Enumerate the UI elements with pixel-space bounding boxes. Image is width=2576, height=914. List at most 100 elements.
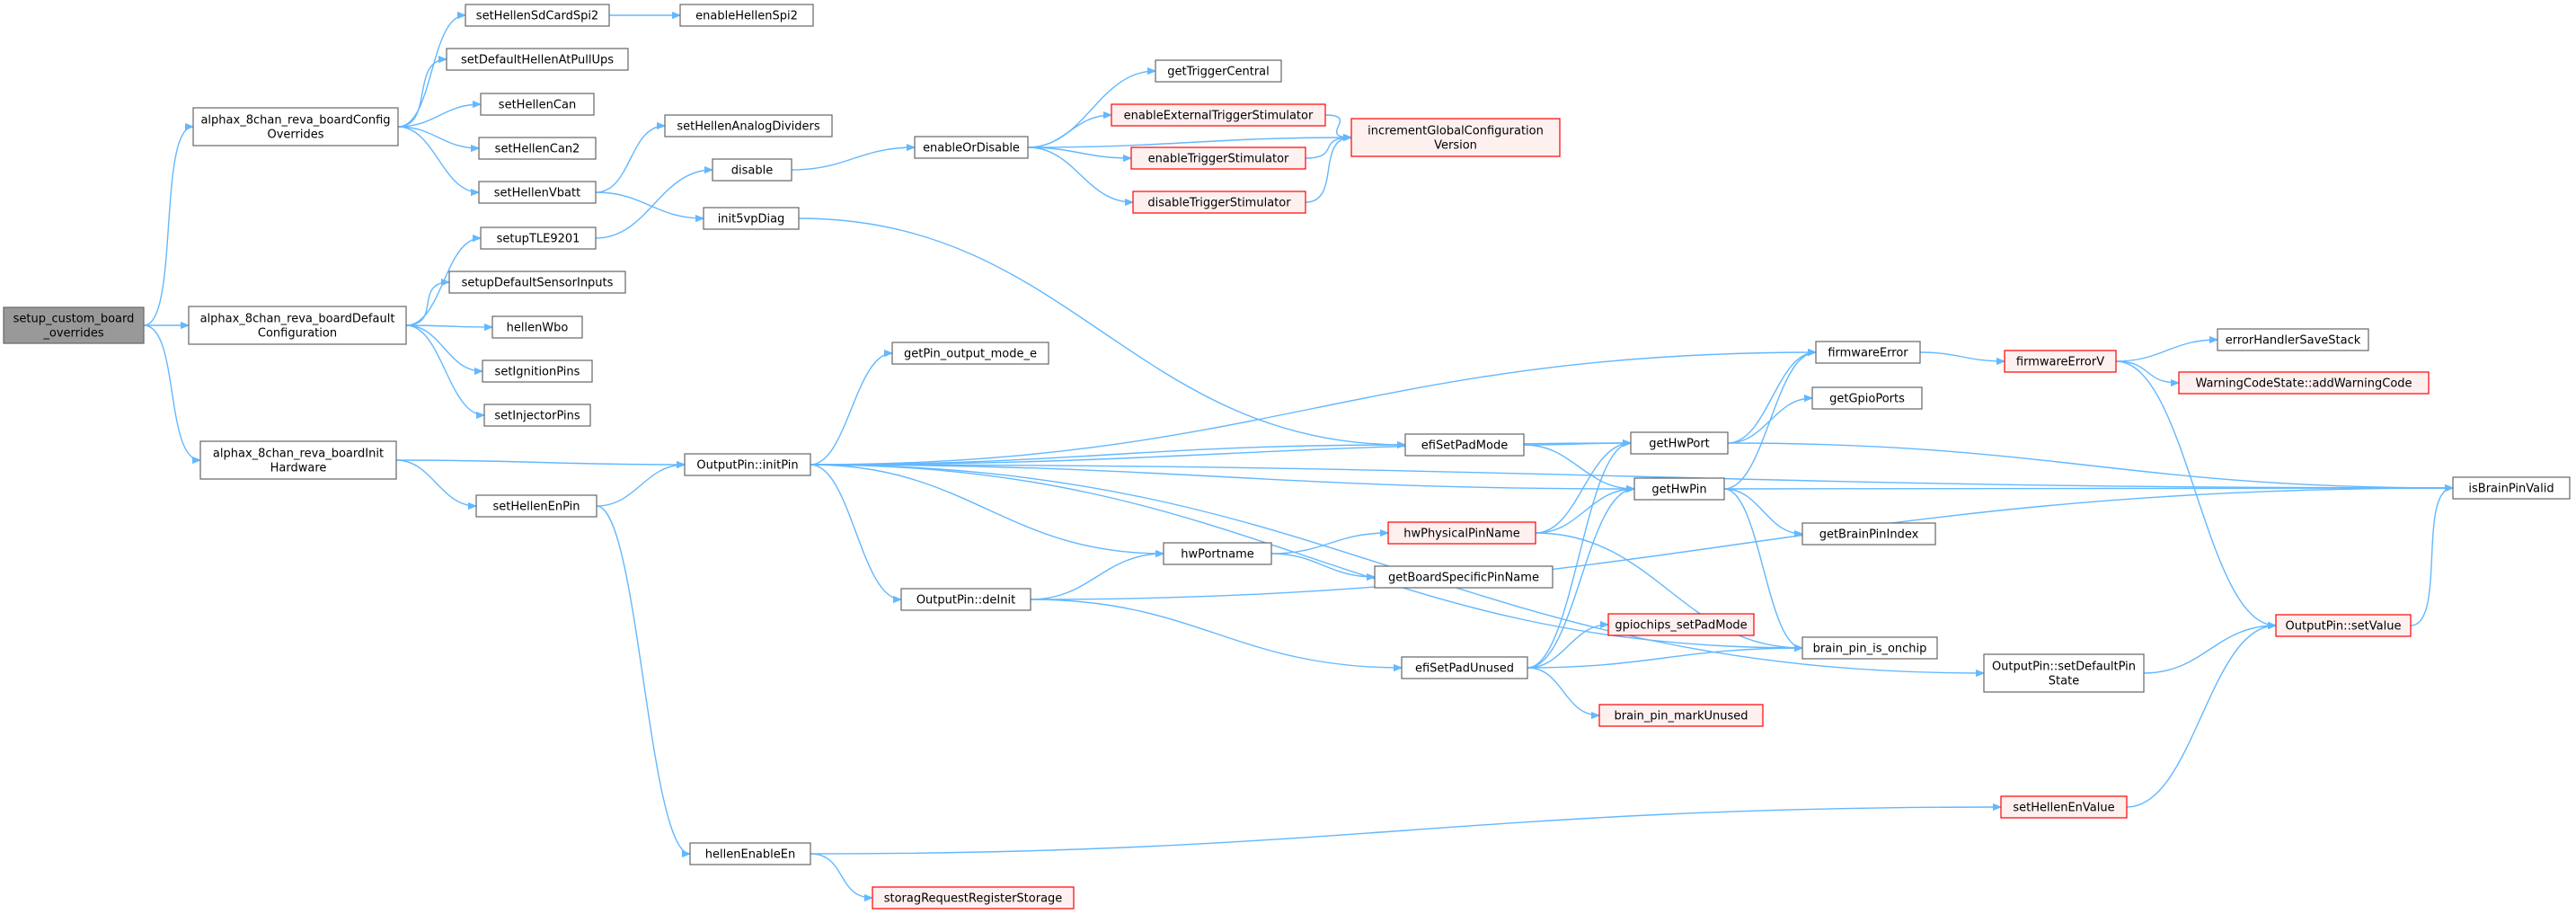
node-setup-custom-board-overrides[interactable]: setup_custom_board_overrides <box>3 306 145 344</box>
node-box <box>480 93 595 116</box>
node-label: efiSetPadUnused <box>1415 662 1514 676</box>
edge-def-to-wbo <box>405 325 492 327</box>
node-hellen-enable-en[interactable]: hellenEnableEn <box>689 842 811 865</box>
node-gpiochips-set-pad-mode[interactable]: gpiochips_setPadMode <box>1607 613 1755 636</box>
edge-unused-to-hwpin <box>1527 489 1634 669</box>
edge-def-to-sensors <box>405 282 449 326</box>
edge-def-to-ign <box>405 324 482 371</box>
node-label: efiSetPadMode <box>1421 439 1508 453</box>
node-label: _overrides <box>42 327 103 341</box>
node-get-hw-port[interactable]: getHwPort <box>1630 431 1729 455</box>
node-label: setHellenCan2 <box>495 143 580 156</box>
node-get-pin-output-mode-e[interactable]: getPin_output_mode_e <box>891 342 1049 365</box>
node-get-hw-pin[interactable]: getHwPin <box>1633 477 1725 501</box>
node-label: alphax_8chan_reva_boardInit <box>213 448 384 461</box>
node-enable-trigger-stimulator[interactable]: enableTriggerStimulator <box>1130 146 1306 170</box>
edge-vbatt-to-i5v <box>595 191 704 218</box>
node-disable-trigger-stimulator[interactable]: disableTriggerStimulator <box>1132 191 1306 214</box>
edge-eod-to-igcv <box>1027 138 1351 148</box>
node-enable-or-disable[interactable]: enableOrDisable <box>914 136 1029 159</box>
node-label: OutputPin::setValue <box>2286 620 2402 634</box>
node-get-board-specific-pin-name[interactable]: getBoardSpecificPinName <box>1374 565 1554 589</box>
node-set-default-hellen-at-pull-ups[interactable]: setDefaultHellenAtPullUps <box>446 48 629 71</box>
edge-hwport-to-fwerr <box>1727 352 1816 444</box>
node-setup-tle9201[interactable]: setupTLE9201 <box>480 226 597 250</box>
node-label: setIgnitionPins <box>495 366 580 379</box>
node-set-hellen-analog-dividers[interactable]: setHellenAnalogDividers <box>664 114 833 138</box>
node-set-hellen-vbatt[interactable]: setHellenVbatt <box>478 181 597 204</box>
node-firmware-error[interactable]: firmwareError <box>1815 341 1921 364</box>
node-brain-pin-mark-unused[interactable]: brain_pin_markUnused <box>1598 704 1764 727</box>
edge-hwpin-to-onchip <box>1723 488 1803 648</box>
node-label: getTriggerCentral <box>1167 66 1270 79</box>
node-label: setHellenAnalogDividers <box>677 120 820 134</box>
node-set-ignition-pins[interactable]: setIgnitionPins <box>482 359 593 383</box>
node-hw-physical-pin-name[interactable]: hwPhysicalPinName <box>1387 521 1536 545</box>
edge-hwpin-to-ibpv <box>1723 488 2453 489</box>
node-storag-request-register-storage[interactable]: storagRequestRegisterStorage <box>872 886 1075 910</box>
node-box <box>1607 613 1755 636</box>
node-output-pin-init-pin[interactable]: OutputPin::initPin <box>684 453 811 476</box>
node-label: hellenEnableEn <box>705 848 795 862</box>
node-init5vp-diag[interactable]: init5vpDiag <box>703 207 800 230</box>
edge-i5v-to-efipad <box>798 217 1405 445</box>
node-box <box>448 271 626 294</box>
node-set-hellen-can2[interactable]: setHellenCan2 <box>478 137 597 160</box>
node-label: setHellenEnPin <box>493 501 580 514</box>
node-brain-pin-is-onchip[interactable]: brain_pin_is_onchip <box>1801 636 1938 660</box>
node-label: firmwareError <box>1828 347 1908 360</box>
node-error-handler-save-stack[interactable]: errorHandlerSaveStack <box>2217 328 2369 351</box>
node-set-hellen-en-pin[interactable]: setHellenEnPin <box>475 494 598 518</box>
edge-hwphys-to-hwpin <box>1535 489 1634 534</box>
edge-init-to-enpin <box>395 459 476 506</box>
node-box <box>2452 476 2571 500</box>
node-disable[interactable]: disable <box>712 158 792 182</box>
node-set-injector-pins[interactable]: setInjectorPins <box>483 404 591 427</box>
node-efi-set-pad-unused[interactable]: efiSetPadUnused <box>1401 656 1528 679</box>
node-firmware-error-v[interactable]: firmwareErrorV <box>2004 350 2117 373</box>
node-label: getBoardSpecificPinName <box>1388 572 1539 585</box>
node-hw-portname[interactable]: hwPortname <box>1163 542 1272 565</box>
node-warning-code-state-add-warning-code[interactable]: WarningCodeState::addWarningCode <box>2178 371 2430 395</box>
node-set-hellen-can[interactable]: setHellenCan <box>480 93 595 116</box>
node-label: init5vpDiag <box>718 213 785 226</box>
node-setup-default-sensor-inputs[interactable]: setupDefaultSensorInputs <box>448 271 626 294</box>
node-set-hellen-sd-card-spi2[interactable]: setHellenSdCardSpi2 <box>465 4 610 27</box>
edge-unused-to-gpiochips <box>1527 625 1608 669</box>
node-get-brain-pin-index[interactable]: getBrainPinIndex <box>1801 522 1936 546</box>
node-box <box>1815 341 1921 364</box>
edge-root-to-cfg <box>143 127 194 326</box>
node-box <box>478 181 597 204</box>
node-box <box>2178 371 2430 395</box>
edge-unused-to-markunused <box>1527 667 1599 715</box>
node-efi-set-pad-mode[interactable]: efiSetPadMode <box>1404 433 1525 457</box>
node-box <box>1374 565 1554 589</box>
node-output-pin-de-init[interactable]: OutputPin::deInit <box>900 588 1031 611</box>
node-get-trigger-central[interactable]: getTriggerCentral <box>1155 59 1282 83</box>
node-label: disable <box>731 164 773 178</box>
edge-setval-to-ibpv <box>2410 488 2454 626</box>
node-enable-hellen-spi2[interactable]: enableHellenSpi2 <box>679 4 814 27</box>
node-label: getHwPort <box>1649 438 1710 451</box>
node-is-brain-pin-valid[interactable]: isBrainPinValid <box>2452 476 2571 500</box>
edge-efipad-to-hwport <box>1523 443 1631 445</box>
node-hellen-wbo[interactable]: hellenWbo <box>491 315 583 339</box>
node-box <box>480 226 597 250</box>
node-set-hellen-en-value[interactable]: setHellenEnValue <box>2000 795 2128 819</box>
edge-hwpin-to-fwerr <box>1723 352 1816 490</box>
node-label: Version <box>1434 139 1477 153</box>
node-box <box>703 207 800 230</box>
node-get-gpio-ports[interactable]: getGpioPorts <box>1811 386 1923 410</box>
node-output-pin-set-value[interactable]: OutputPin::setValue <box>2275 614 2412 637</box>
edge-opinit-to-onchip <box>810 464 1802 648</box>
node-label: errorHandlerSaveStack <box>2226 334 2361 348</box>
node-box <box>1801 522 1936 546</box>
node-alphax-8chan-reva-board-default-configuration[interactable]: alphax_8chan_reva_boardDefaultConfigurat… <box>188 306 407 345</box>
node-enable-external-trigger-stimulator[interactable]: enableExternalTriggerStimulator <box>1111 103 1326 127</box>
edge-init-to-opinit <box>395 459 685 465</box>
